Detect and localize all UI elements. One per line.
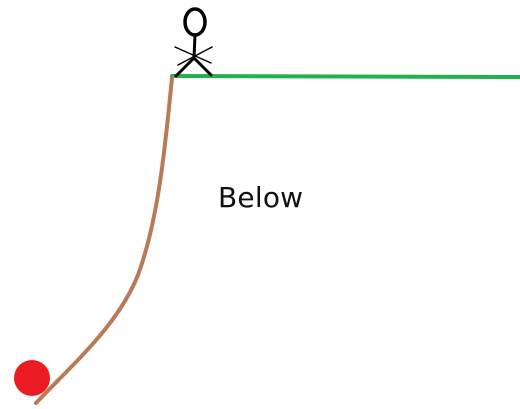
red-ball-icon xyxy=(14,360,50,396)
stick-figure-icon xyxy=(174,7,213,78)
rope-line xyxy=(34,76,174,405)
ground-line xyxy=(170,74,520,79)
below-label: Below xyxy=(218,181,304,214)
